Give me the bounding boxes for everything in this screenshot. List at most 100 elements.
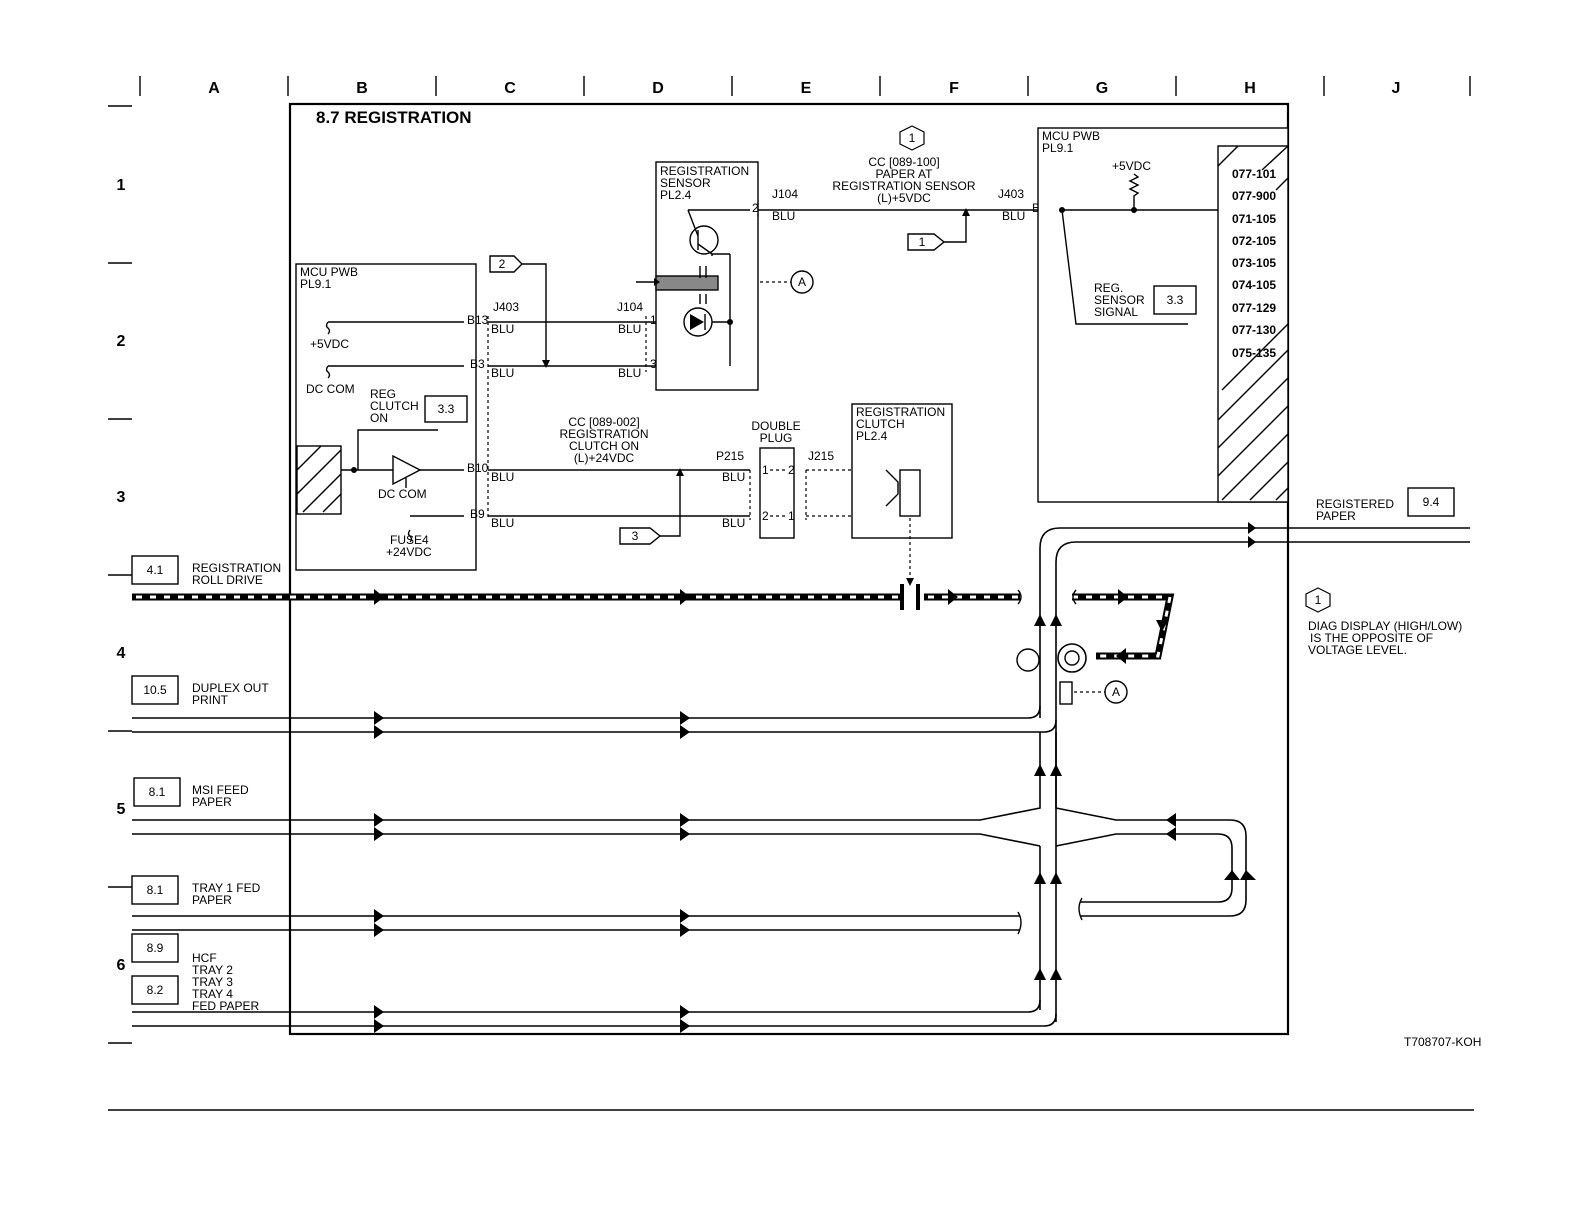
svg-text:PL2.4: PL2.4 bbox=[856, 429, 888, 443]
reference-number[interactable]: 10.5 bbox=[143, 683, 167, 697]
svg-text:2: 2 bbox=[762, 509, 769, 523]
wire-color: BLU bbox=[772, 209, 795, 223]
svg-text:3: 3 bbox=[632, 529, 639, 543]
svg-text:DUPLEX OUT: DUPLEX OUT bbox=[192, 681, 269, 695]
sensor-actuator bbox=[1059, 681, 1073, 705]
svg-text:PAPER: PAPER bbox=[1316, 509, 1356, 523]
pin-b3: B3 bbox=[470, 357, 485, 371]
svg-text:+5VDC: +5VDC bbox=[1112, 159, 1151, 173]
column-label: D bbox=[652, 80, 664, 97]
reg-clutch-on-label: CLUTCH bbox=[370, 399, 419, 413]
connector-j215: J215 bbox=[808, 449, 834, 463]
input-duplex-out-print: 10.5 DUPLEX OUT PRINT bbox=[131, 675, 269, 707]
svg-text:PL2.4: PL2.4 bbox=[660, 188, 692, 202]
svg-text:HCF: HCF bbox=[192, 951, 217, 965]
reference-number[interactable]: 8.1 bbox=[149, 785, 166, 799]
svg-text:FED PAPER: FED PAPER bbox=[192, 999, 259, 1013]
connector-p215: P215 bbox=[716, 449, 744, 463]
row-label: 4 bbox=[117, 645, 126, 662]
figure-id: T708707-KOH bbox=[1404, 1035, 1481, 1049]
connector-j104: J104 bbox=[772, 187, 798, 201]
svg-text:1: 1 bbox=[788, 509, 795, 523]
point-a-marker: A bbox=[1104, 680, 1128, 704]
wire-color: BLU bbox=[1002, 209, 1025, 223]
cc-clutch-label: CC [089-002] bbox=[568, 415, 639, 429]
svg-text:A: A bbox=[798, 275, 806, 289]
reg-clutch-on-label: ON bbox=[370, 411, 388, 425]
svg-text:3.3: 3.3 bbox=[1167, 293, 1184, 307]
dc-com-label: DC COM bbox=[306, 382, 355, 396]
cc-clutch-label: (L)+24VDC bbox=[574, 451, 635, 465]
grid-columns: A B C D E F G H J bbox=[139, 76, 1471, 97]
fault-code: 074-105 bbox=[1232, 278, 1276, 292]
svg-text:REGISTRATION: REGISTRATION bbox=[192, 561, 281, 575]
reference-number[interactable]: 9.4 bbox=[1423, 495, 1440, 509]
cc-sensor-label: PAPER AT bbox=[876, 167, 934, 181]
connector-j104: J104 bbox=[617, 300, 643, 314]
pin-number: 2 bbox=[752, 201, 759, 215]
svg-text:A: A bbox=[1112, 685, 1120, 699]
svg-text:IS THE OPPOSITE OF: IS THE OPPOSITE OF bbox=[1310, 631, 1433, 645]
wire-color: BLU bbox=[491, 470, 514, 484]
row-label: 5 bbox=[117, 801, 126, 818]
input-hcf-tray-fed-paper: 8.9 8.2 HCF TRAY 2 TRAY 3 TRAY 4 FED PAP… bbox=[131, 933, 259, 1013]
svg-text:3.3: 3.3 bbox=[438, 402, 455, 416]
point-a-marker: A bbox=[790, 270, 814, 294]
svg-text:PAPER: PAPER bbox=[192, 893, 232, 907]
reference-tag-3-3[interactable]: 3.3 bbox=[424, 395, 468, 423]
voltage-5vdc-label: +5VDC bbox=[310, 337, 349, 351]
fault-code: 077-130 bbox=[1232, 323, 1276, 337]
reference-number[interactable]: 8.1 bbox=[147, 883, 164, 897]
grid-rows: 1 2 3 4 5 6 bbox=[108, 105, 132, 1044]
note-diag-display: 1 DIAG DISPLAY (HIGH/LOW) IS THE OPPOSIT… bbox=[1305, 587, 1462, 657]
svg-text:PLUG: PLUG bbox=[760, 431, 793, 445]
fuse-label: +24VDC bbox=[386, 545, 432, 559]
input-tray-1-fed-paper: 8.1 TRAY 1 FED PAPER bbox=[131, 875, 261, 907]
reference-number[interactable]: 4.1 bbox=[147, 563, 164, 577]
dc-com-label: DC COM bbox=[378, 487, 427, 501]
reg-sensor-signal-label: SENSOR bbox=[1094, 293, 1145, 307]
mcu-pwb-right: MCU PWB PL9.1 +5VDC REG. SENSOR SIGNAL bbox=[1037, 127, 1289, 503]
pin-b13: B13 bbox=[467, 313, 489, 327]
svg-text:2: 2 bbox=[788, 463, 795, 477]
pin-b10: B10 bbox=[467, 461, 489, 475]
test-point-flag-1[interactable]: 1 bbox=[907, 233, 946, 251]
pin-number: 3 bbox=[650, 357, 657, 371]
svg-text:SENSOR: SENSOR bbox=[660, 176, 711, 190]
svg-text:MSI FEED: MSI FEED bbox=[192, 783, 249, 797]
idler-roll bbox=[1016, 648, 1040, 672]
connector-j403: J403 bbox=[998, 187, 1024, 201]
svg-text:PAPER: PAPER bbox=[192, 795, 232, 809]
row-label: 6 bbox=[117, 957, 126, 974]
cc-clutch-label: CLUTCH ON bbox=[569, 439, 639, 453]
wire-color: BLU bbox=[491, 516, 514, 530]
svg-text:TRAY 4: TRAY 4 bbox=[192, 987, 233, 1001]
svg-text:REGISTERED: REGISTERED bbox=[1316, 497, 1394, 511]
reference-tag-3-3[interactable]: 3.3 bbox=[1153, 285, 1197, 315]
svg-text:2: 2 bbox=[499, 257, 506, 271]
fault-code: 077-129 bbox=[1232, 301, 1276, 315]
test-point-flag-3[interactable]: 3 bbox=[619, 527, 662, 545]
svg-text:MCU PWB: MCU PWB bbox=[1042, 129, 1100, 143]
reference-number[interactable]: 8.2 bbox=[147, 983, 164, 997]
svg-text:REGISTRATION: REGISTRATION bbox=[660, 164, 749, 178]
reg-sensor-signal-label: SIGNAL bbox=[1094, 305, 1138, 319]
double-plug: DOUBLE PLUG 1 2 2 1 bbox=[751, 419, 801, 539]
callout-circle-1: 1 bbox=[899, 125, 925, 151]
column-label: E bbox=[801, 80, 812, 97]
svg-text:VOLTAGE LEVEL.: VOLTAGE LEVEL. bbox=[1308, 643, 1407, 657]
svg-text:DIAG DISPLAY (HIGH/LOW): DIAG DISPLAY (HIGH/LOW) bbox=[1308, 619, 1462, 633]
wire-color: BLU bbox=[491, 322, 514, 336]
svg-text:TRAY 2: TRAY 2 bbox=[192, 963, 233, 977]
test-point-flag-2[interactable]: 2 bbox=[489, 255, 523, 273]
cc-sensor-label: REGISTRATION SENSOR bbox=[832, 179, 975, 193]
input-msi-feed-paper: 8.1 MSI FEED PAPER bbox=[133, 777, 249, 809]
svg-text:TRAY 3: TRAY 3 bbox=[192, 975, 233, 989]
svg-text:PL9.1: PL9.1 bbox=[300, 277, 332, 291]
reference-number[interactable]: 8.9 bbox=[147, 941, 164, 955]
fault-code: 077-101 bbox=[1232, 167, 1276, 181]
svg-text:CLUTCH: CLUTCH bbox=[856, 417, 905, 431]
paper-paths bbox=[132, 522, 1470, 1033]
pin-b9: B9 bbox=[470, 507, 485, 521]
fault-code: 077-900 bbox=[1232, 189, 1276, 203]
